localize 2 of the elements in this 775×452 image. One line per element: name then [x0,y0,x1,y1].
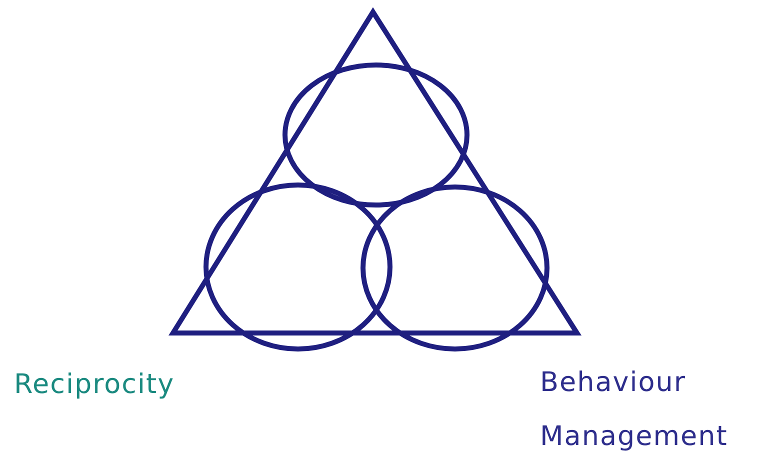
corner-label: Behaviour Management [540,366,729,452]
corner-label: Reciprocity [14,368,176,402]
